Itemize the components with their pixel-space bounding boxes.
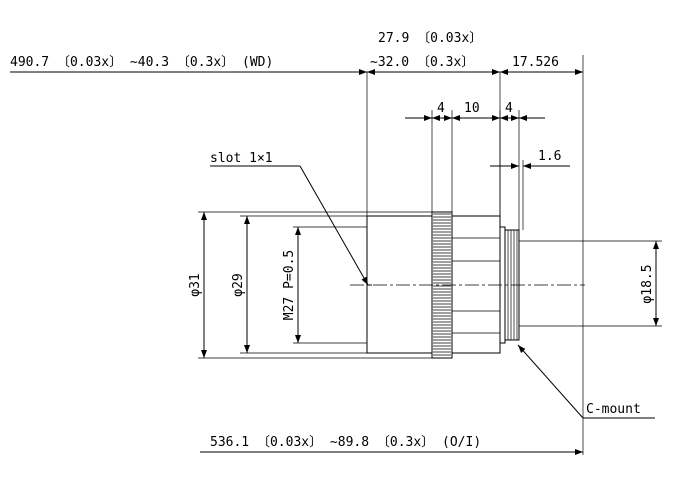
rear-body (451, 215, 501, 354)
ring-4-right-label: 4 (505, 101, 513, 116)
leaders (210, 165, 655, 419)
dia-31-label: φ31 (188, 273, 203, 296)
c-mount-label: C-mount (586, 402, 641, 417)
dia-29-label: φ29 (231, 273, 246, 296)
front-barrel (366, 215, 433, 354)
top-dimensions (10, 55, 584, 455)
flange-back-label: 17.526 (512, 55, 559, 70)
thread-1-6-label: 1.6 (538, 149, 561, 164)
knurl-pattern (433, 213, 451, 356)
thread-m27-label: M27 P=0.5 (282, 250, 297, 320)
object-to-image-label: 536.1 〔0.03x〕 ~89.8 〔0.3x〕 (O/I) (210, 435, 481, 450)
front-length-top-label: 27.9 〔0.03x〕 (378, 31, 482, 46)
slot-label: slot 1×1 (210, 151, 273, 166)
ring-4-left-label: 4 (437, 101, 445, 116)
wd-label: 490.7 〔0.03x〕 ~40.3 〔0.3x〕 (WD) (10, 55, 273, 70)
dia-18-5-label: φ18.5 (640, 264, 655, 303)
front-length-bottom-label: ~32.0 〔0.3x〕 (370, 55, 474, 70)
ring-10-label: 10 (464, 101, 480, 116)
diameter-dimensions (198, 211, 662, 359)
